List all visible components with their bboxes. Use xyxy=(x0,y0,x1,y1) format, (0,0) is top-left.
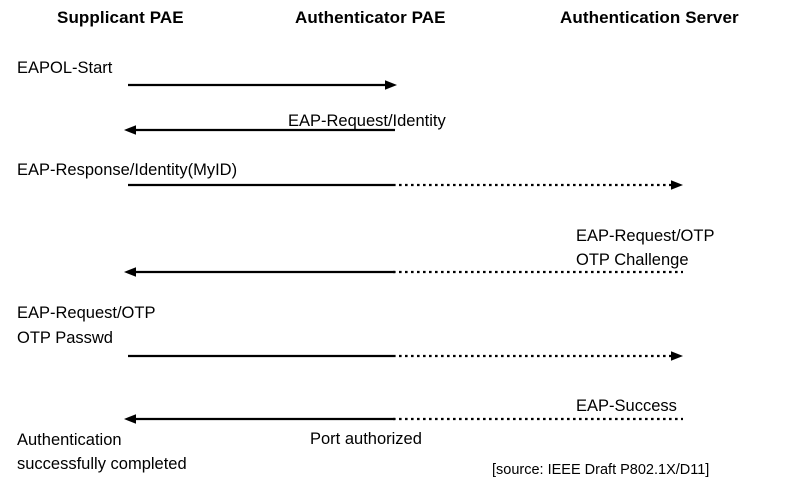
annotation-port-authorized: Port authorized xyxy=(310,430,422,448)
message-label-eap-request-identity: EAP-Request/Identity xyxy=(288,112,446,130)
arrow-eapol-start xyxy=(128,80,397,90)
arrow-eap-request-identity xyxy=(124,125,395,135)
message-label-eap-request-otp-passwd-line1: EAP-Request/OTP xyxy=(17,304,156,322)
arrow-eap-response-identity xyxy=(128,180,683,190)
message-label-eapol-start: EAPOL-Start xyxy=(17,59,113,77)
message-label-eap-request-otp-passwd-line2: OTP Passwd xyxy=(17,329,113,347)
column-header-authentication-server: Authentication Server xyxy=(560,8,739,27)
arrow-eap-success xyxy=(124,414,683,424)
source-note: [source: IEEE Draft P802.1X/D11] xyxy=(492,462,710,478)
arrow-eap-request-otp-challenge xyxy=(124,267,683,277)
annotation-authentication-complete-line2: successfully completed xyxy=(17,455,187,473)
arrow-eap-request-otp-passwd xyxy=(128,351,683,361)
message-label-eap-response-identity: EAP-Response/Identity(MyID) xyxy=(17,161,238,179)
message-label-eap-success: EAP-Success xyxy=(576,397,677,415)
message-label-eap-request-otp-challenge-line1: EAP-Request/OTP xyxy=(576,227,715,245)
column-header-authenticator-pae: Authenticator PAE xyxy=(295,8,446,27)
message-label-eap-request-otp-challenge-line2: OTP Challenge xyxy=(576,251,689,269)
column-header-supplicant-pae: Supplicant PAE xyxy=(57,8,184,27)
annotation-authentication-complete-line1: Authentication xyxy=(17,431,122,449)
